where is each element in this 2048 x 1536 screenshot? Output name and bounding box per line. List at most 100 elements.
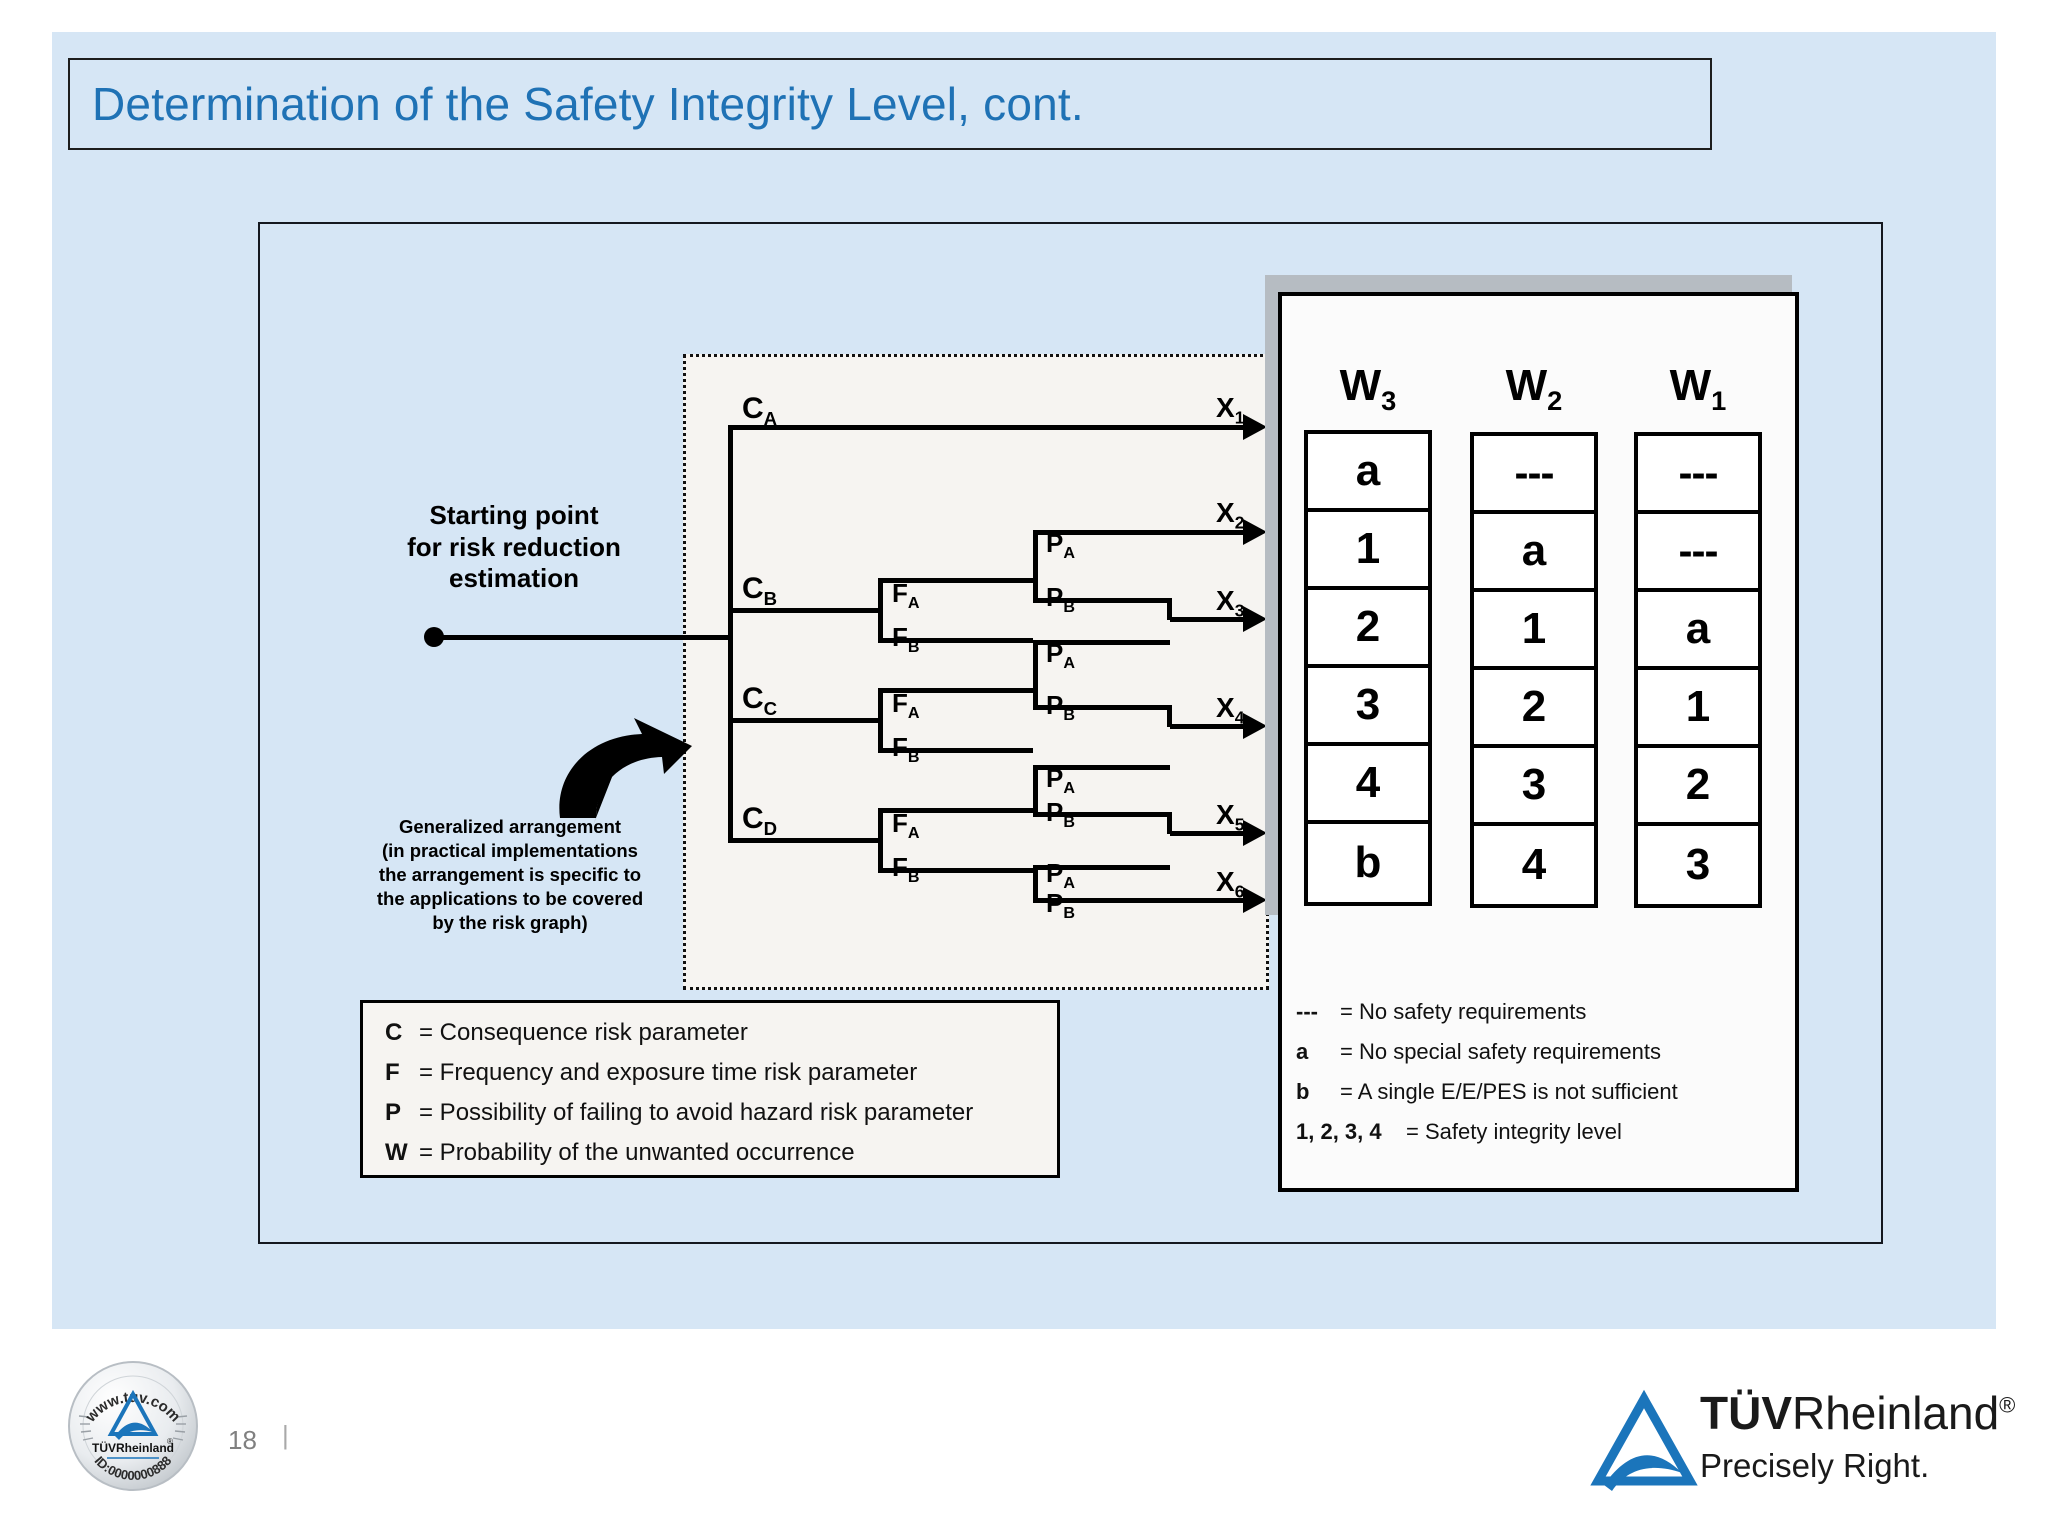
node-label-fb-c: FB: [892, 732, 920, 767]
legend-text-f: = Frequency and exposure time risk param…: [419, 1059, 918, 1086]
result-legend-row-a: a = No special safety requirements: [1292, 1032, 1795, 1072]
node-pb-1-letter: P: [1046, 582, 1064, 612]
node-pa-1-letter: P: [1046, 528, 1064, 558]
w1-header-sub: 1: [1711, 384, 1727, 416]
node-fa-d-letter: F: [892, 808, 908, 838]
output-x1-sub: 1: [1234, 407, 1245, 428]
parameter-legend-box: C = Consequence risk parameter F = Frequ…: [360, 1000, 1060, 1178]
node-fa-b-sub: A: [907, 594, 920, 613]
output-arrow-x3: [1170, 606, 1267, 632]
note-line-4: the applications to be covered: [376, 888, 644, 910]
node-pa-2-sub: A: [1063, 654, 1075, 673]
node-label-fb-b: FB: [892, 622, 920, 657]
w1-cell-5: 3: [1685, 840, 1711, 889]
node-fa-c-sub: A: [907, 704, 920, 723]
w3-cell-0: a: [1308, 434, 1428, 512]
node-label-pa-3: PA: [1046, 763, 1075, 798]
node-label-pb-4: PB: [1046, 888, 1075, 923]
branch-fb-b-line: [878, 638, 1033, 643]
tuv-logo-wordmark: TÜVRheinland®: [1700, 1386, 2015, 1440]
w2-cell-2: 1: [1474, 592, 1594, 670]
f-spine-b-line: [878, 578, 883, 643]
w2-header: W2: [1470, 364, 1598, 420]
w2-header-sub: 2: [1547, 384, 1563, 416]
output-x3-sub: 3: [1234, 600, 1245, 621]
output-x2-letter: X: [1216, 497, 1235, 528]
node-cc-letter: C: [742, 682, 764, 715]
starting-point-line-2: for risk reduction: [407, 531, 621, 562]
legend-row-w: W = Probability of the unwanted occurren…: [363, 1133, 1057, 1173]
node-cb-sub: B: [763, 588, 778, 609]
start-stem-line: [434, 635, 730, 640]
node-label-pa-2: PA: [1046, 638, 1075, 673]
node-fb-d-sub: B: [907, 868, 920, 887]
node-pb-3-sub: B: [1063, 813, 1075, 832]
w1-cell-1: ---: [1638, 514, 1758, 592]
branch-cb-line: [728, 608, 878, 613]
output-x6-sub: 6: [1234, 881, 1245, 902]
output-label-x3: X3: [1216, 585, 1244, 622]
tuv-logo-registered: ®: [1999, 1392, 2016, 1418]
p-spine-3-line: [1033, 765, 1038, 817]
starting-point-label: Starting point for risk reduction estima…: [364, 500, 664, 595]
p-spine-4-line: [1033, 865, 1038, 900]
page-title: Determination of the Safety Integrity Le…: [92, 78, 1084, 130]
node-fb-c-letter: F: [892, 732, 908, 762]
output-x3-letter: X: [1216, 585, 1235, 616]
w2-cell-5: 4: [1521, 840, 1547, 889]
node-cb-letter: C: [742, 572, 764, 605]
branch-pb-2-line: [1033, 705, 1170, 710]
starting-point-line-1: Starting point: [429, 500, 599, 530]
node-label-fa-b: FA: [892, 578, 920, 613]
w2-cell-4: 3: [1474, 748, 1594, 826]
result-legend-text-sil: = Safety integrity level: [1406, 1119, 1622, 1144]
note-line-5: by the risk graph): [432, 912, 588, 934]
node-fb-c-sub: B: [907, 748, 920, 767]
output-arrow-x1: [1150, 414, 1267, 440]
p-spine-1-line: [1033, 530, 1038, 602]
branch-fa-d-line: [878, 808, 1033, 813]
node-pb-2-letter: P: [1046, 690, 1064, 720]
risk-graph-region: [683, 354, 1269, 990]
w1-header: W1: [1634, 364, 1762, 420]
output-x5-letter: X: [1216, 799, 1235, 830]
p-drop-2-line: [1167, 705, 1172, 727]
node-label-cd: CD: [742, 802, 777, 840]
output-label-x1: X1: [1216, 392, 1244, 429]
f-spine-c-line: [878, 688, 883, 753]
w1-cell-4: 2: [1638, 748, 1758, 826]
tuv-logo-tuv: TÜV: [1700, 1387, 1792, 1439]
pointer-arrow-icon: [559, 718, 692, 828]
legend-row-p: P = Possibility of failing to avoid haza…: [363, 1093, 1057, 1133]
w3-table: a 1 2 3 4 b: [1304, 430, 1432, 906]
w1-cell-2: a: [1638, 592, 1758, 670]
w-column-w2: W2 --- a 1 2 3 4: [1470, 364, 1598, 908]
w3-cell-4: 4: [1308, 746, 1428, 824]
node-pa-4-letter: P: [1046, 858, 1064, 888]
node-label-cb: CB: [742, 572, 777, 610]
branch-pb-3-line: [1033, 812, 1170, 817]
generalized-arrangement-note: Generalized arrangement (in practical im…: [345, 815, 675, 935]
node-pb-4-letter: P: [1046, 888, 1064, 918]
w3-header: W3: [1304, 364, 1432, 420]
output-x2-sub: 2: [1234, 512, 1245, 533]
output-arrow-x2: [1150, 519, 1267, 545]
legend-text-c: = Consequence risk parameter: [419, 1019, 748, 1046]
w3-cell-2: 2: [1308, 590, 1428, 668]
output-x6-letter: X: [1216, 866, 1235, 897]
branch-cd-line: [728, 838, 878, 843]
output-label-x2: X2: [1216, 497, 1244, 534]
w2-table: --- a 1 2 3 4: [1470, 432, 1598, 908]
result-legend-key-b: b: [1296, 1079, 1310, 1104]
w2-cell-0: ---: [1474, 436, 1594, 514]
node-pa-2-letter: P: [1046, 638, 1064, 668]
note-line-1: Generalized arrangement: [398, 816, 622, 837]
node-label-ca: CA: [742, 392, 777, 430]
node-fa-c-letter: F: [892, 688, 908, 718]
node-fb-b-letter: F: [892, 622, 908, 652]
svg-text:TÜVRheinland: TÜVRheinland: [92, 1440, 174, 1455]
legend-row-c: C = Consequence risk parameter: [363, 1013, 1057, 1053]
p-drop-1-line: [1167, 598, 1172, 620]
node-fb-d-letter: F: [892, 852, 908, 882]
tuv-certification-seal-icon: www.tuv.com ID:0000000888 TÜVRheinland ®: [68, 1361, 198, 1491]
